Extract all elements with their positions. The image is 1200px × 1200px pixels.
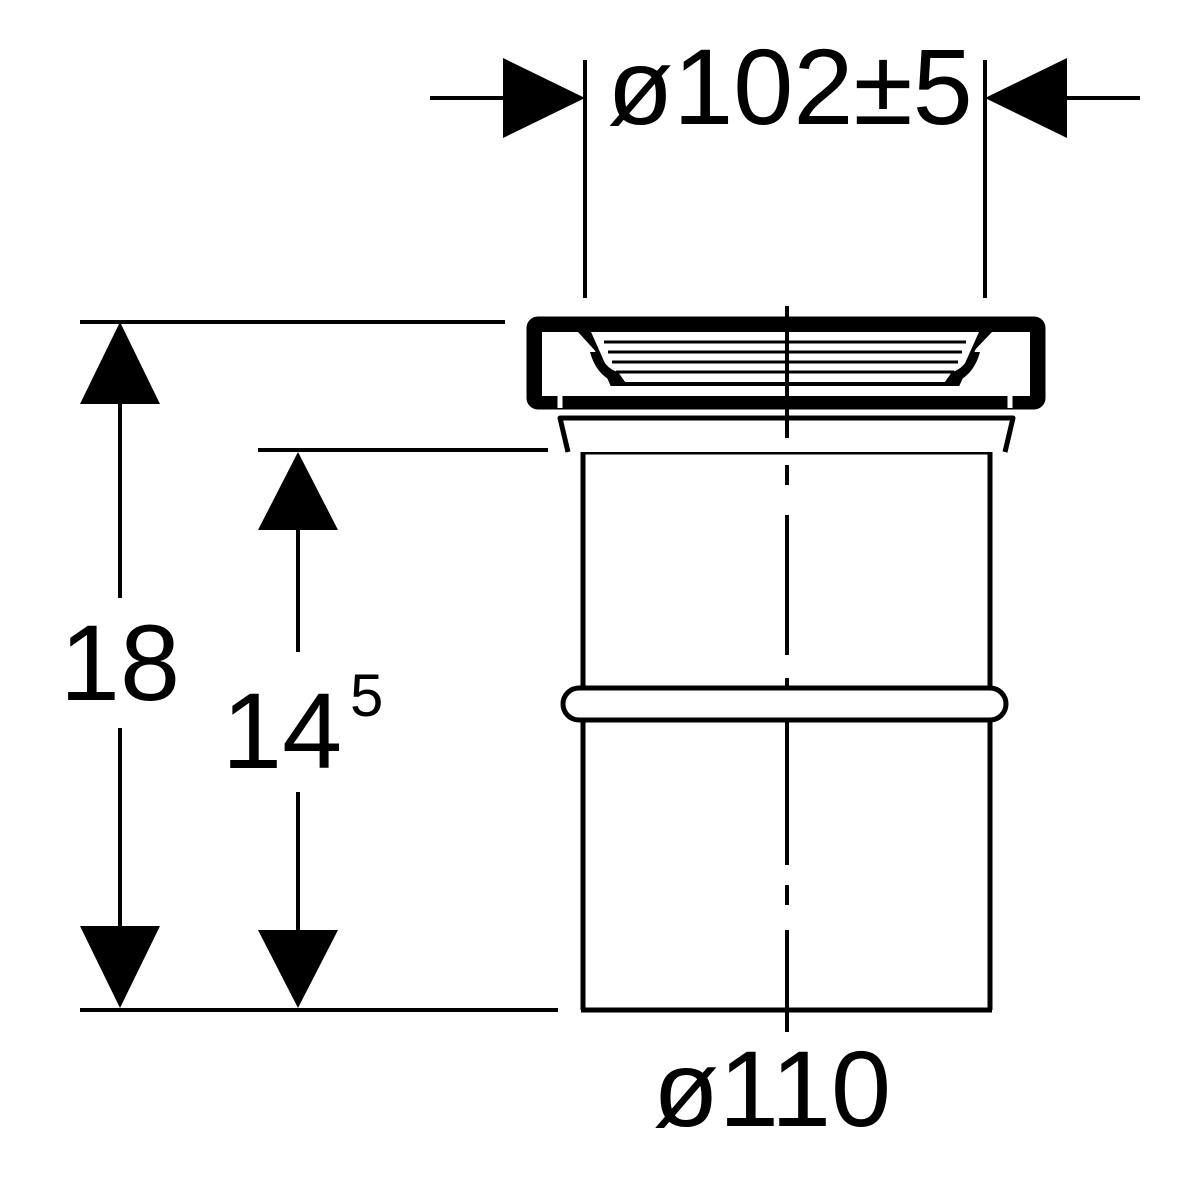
pipe-body: [557, 415, 1016, 1013]
total-height-dimension: 18: [60, 320, 558, 1012]
insertion-height-arrowhead-bottom: [258, 930, 338, 1008]
total-height-label: 18: [60, 602, 180, 723]
total-height-arrowhead-bottom: [80, 926, 160, 1008]
top-arrowhead-left: [503, 58, 585, 138]
insertion-height-label: 14: [222, 670, 342, 791]
insertion-height-superscript: 5: [350, 662, 383, 729]
clip-tab-right: [991, 345, 1022, 408]
top-arrowhead-right: [985, 58, 1067, 138]
total-height-arrowhead-top: [80, 322, 160, 404]
lip-curl-left: [590, 352, 628, 386]
seal-ring: [560, 685, 1009, 723]
insertion-height-arrowhead-top: [258, 452, 338, 530]
top-diameter-dimension: ø102±5: [430, 26, 1140, 298]
lip-curl-right: [942, 352, 980, 386]
bottom-diameter-label: ø110: [653, 1028, 891, 1149]
top-diameter-label: ø102±5: [607, 26, 973, 147]
insertion-height-dimension: 14 5: [222, 448, 548, 1008]
clip-tab-left: [548, 345, 579, 408]
insertion-height-base: 14: [222, 670, 342, 791]
